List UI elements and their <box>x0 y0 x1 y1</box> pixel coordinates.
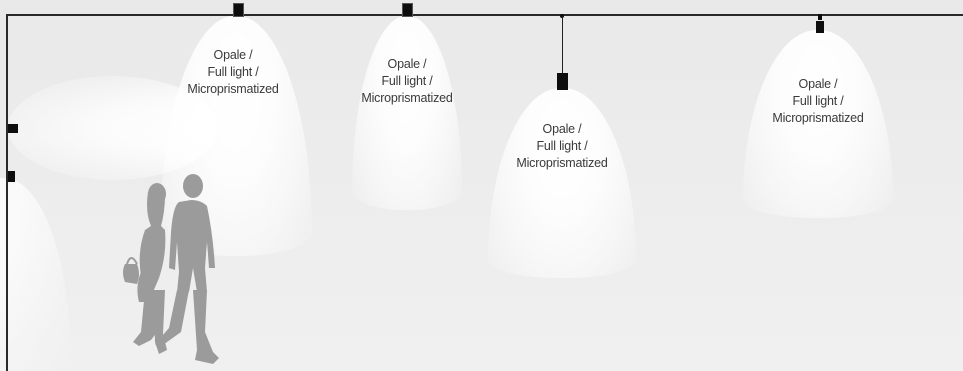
ceiling-fixture-2 <box>402 3 413 17</box>
light-beam-3 <box>488 88 636 278</box>
ceiling-line <box>6 14 963 16</box>
people-silhouette-icon <box>123 174 219 364</box>
ceiling-fixture-1 <box>233 3 244 17</box>
light-label-4: Opale / Full light / Microprismatized <box>772 77 864 125</box>
wall-line <box>6 14 8 371</box>
suspended-anchor <box>818 14 822 20</box>
wall-light-beam-lower <box>0 178 70 371</box>
suspended-fixture <box>816 21 824 33</box>
light-label-1: Opale / Full light / Microprismatized <box>187 48 279 96</box>
pendant-fixture <box>557 73 568 90</box>
wall-fixture-lower <box>8 171 15 182</box>
pendant-cable <box>562 16 563 74</box>
wall-fixture-upper <box>8 124 18 133</box>
light-label-3: Opale / Full light / Microprismatized <box>516 122 608 170</box>
light-label-2: Opale / Full light / Microprismatized <box>361 57 453 105</box>
light-beam-2 <box>352 16 462 210</box>
